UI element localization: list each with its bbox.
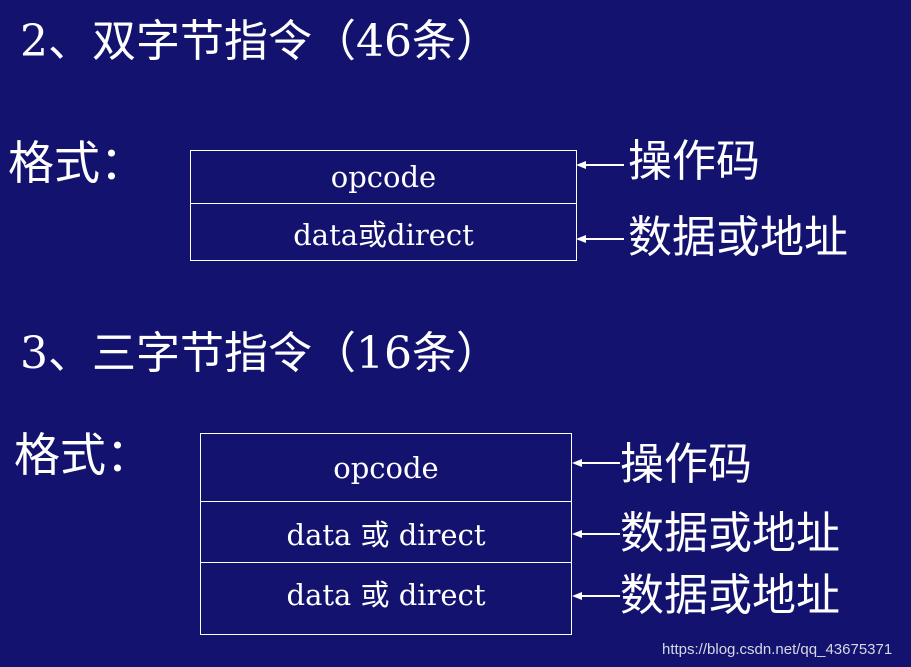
section2-side-label-opcode: 操作码	[620, 439, 752, 490]
section2-data-row-1: data 或 direct	[201, 501, 571, 563]
section1-side-label-opcode: 操作码	[628, 136, 760, 187]
watermark: https://blog.csdn.net/qq_43675371	[662, 641, 893, 658]
section2-side-label-data-2: 数据或地址	[620, 570, 840, 621]
section1-instruction-box: opcode data或direct	[190, 150, 577, 261]
section1-data-row: data或direct	[191, 203, 576, 261]
section1-arrows	[576, 161, 624, 243]
section2-instruction-box: opcode data 或 direct data 或 direct	[200, 433, 572, 635]
arrowhead-icon	[572, 459, 582, 467]
arrowhead-icon	[572, 530, 582, 538]
section2-format-label: 格式：	[14, 428, 152, 482]
section1-heading: 2、双字节指令（46条）	[20, 16, 500, 67]
arrowhead-icon	[572, 592, 582, 600]
section2-side-label-data-1: 数据或地址	[620, 508, 840, 559]
arrowhead-icon	[576, 161, 586, 169]
section1-side-label-data: 数据或地址	[628, 212, 848, 263]
section2-data-row-2: data 或 direct	[201, 562, 571, 623]
section1-opcode-row: opcode	[330, 160, 437, 194]
section2-opcode-row: opcode	[333, 450, 439, 485]
section2-heading: 3、三字节指令（16条）	[20, 328, 500, 379]
section2-arrows	[572, 459, 620, 600]
section1-format-label: 格式：	[8, 136, 146, 190]
arrowhead-icon	[576, 235, 586, 243]
